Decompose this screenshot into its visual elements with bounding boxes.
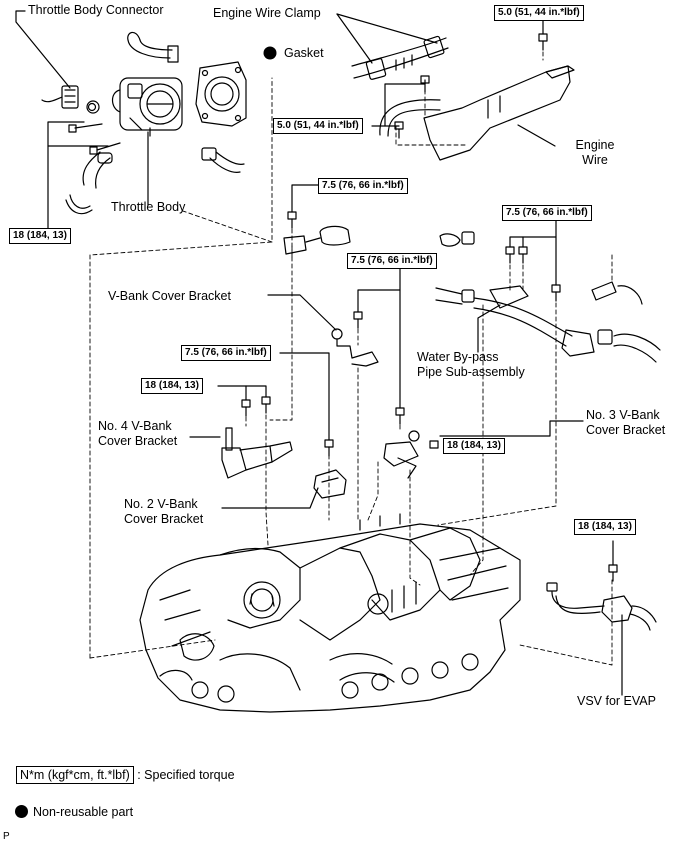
hoses-upper-left (65, 31, 245, 215)
leader-lines (15, 10, 623, 696)
engine-wire-clamp-label: Engine Wire Clamp (213, 6, 321, 20)
torque-18-vsv: 18 (184, 13) (574, 519, 636, 535)
torque-18-no3: 18 (184, 13) (443, 438, 505, 454)
legend-torque-text: : Specified torque (137, 768, 235, 782)
throttle-body-label: Throttle Body (111, 200, 186, 214)
throttle-body-connector-label: Throttle Body Connector (28, 3, 164, 17)
vsv-evap-label: VSV for EVAP (577, 694, 656, 708)
small-connector-drawing (283, 225, 351, 255)
filled-circle-icon (15, 805, 28, 818)
no2-bracket-drawing (313, 469, 347, 499)
no3-bracket-drawing (383, 430, 420, 479)
torque-7-5-right: 7.5 (76, 66 in.*lbf) (502, 205, 592, 221)
torque-7-5-top: 7.5 (76, 66 in.*lbf) (318, 178, 408, 194)
engine-wire-drawing (351, 35, 575, 161)
no3-bracket-label: No. 3 V-Bank Cover Bracket (586, 408, 666, 437)
connector-drawing (41, 85, 79, 109)
water-bypass-pipe-label: Water By-pass Pipe Sub-assembly (417, 350, 525, 379)
bolts (68, 33, 618, 582)
dashed-lines (89, 44, 613, 666)
torque-5-0-left: 5.0 (51, 44 in.*lbf) (273, 118, 363, 134)
torque-18-lower-left: 18 (184, 13) (141, 378, 203, 394)
throttle-body-drawing (111, 77, 183, 137)
no4-bracket-drawing (221, 427, 293, 479)
no2-bracket-label: No. 2 V-Bank Cover Bracket (124, 497, 204, 526)
gasket-drawing (195, 61, 247, 127)
non-reusable-marker (263, 46, 277, 60)
engine-wire-label: Engine Wire (575, 138, 615, 167)
legend-torque-box: N*m (kgf*cm, ft.*lbf) (16, 766, 134, 784)
torque-7-5-lower: 7.5 (76, 66 in.*lbf) (181, 345, 271, 361)
no4-bracket-label: No. 4 V-Bank Cover Bracket (98, 419, 178, 448)
gasket-label: Gasket (284, 46, 324, 60)
v-bank-cover-bracket-label: V-Bank Cover Bracket (108, 289, 231, 303)
water-bypass-drawing (435, 231, 661, 363)
legend-nonreusable-text: Non-reusable part (33, 805, 134, 819)
torque-18-left: 18 (184, 13) (9, 228, 71, 244)
legend-nonreusable: Non-reusable part (15, 805, 133, 820)
vsv-drawing (546, 582, 657, 631)
v-bank-bracket-drawing (331, 328, 379, 367)
legend-torque: N*m (kgf*cm, ft.*lbf) : Specified torque (16, 766, 235, 784)
page-marker: P (3, 831, 10, 842)
torque-5-0-top: 5.0 (51, 44 in.*lbf) (494, 5, 584, 21)
torque-7-5-center: 7.5 (76, 66 in.*lbf) (347, 253, 437, 269)
engine-block-drawing (139, 513, 521, 713)
